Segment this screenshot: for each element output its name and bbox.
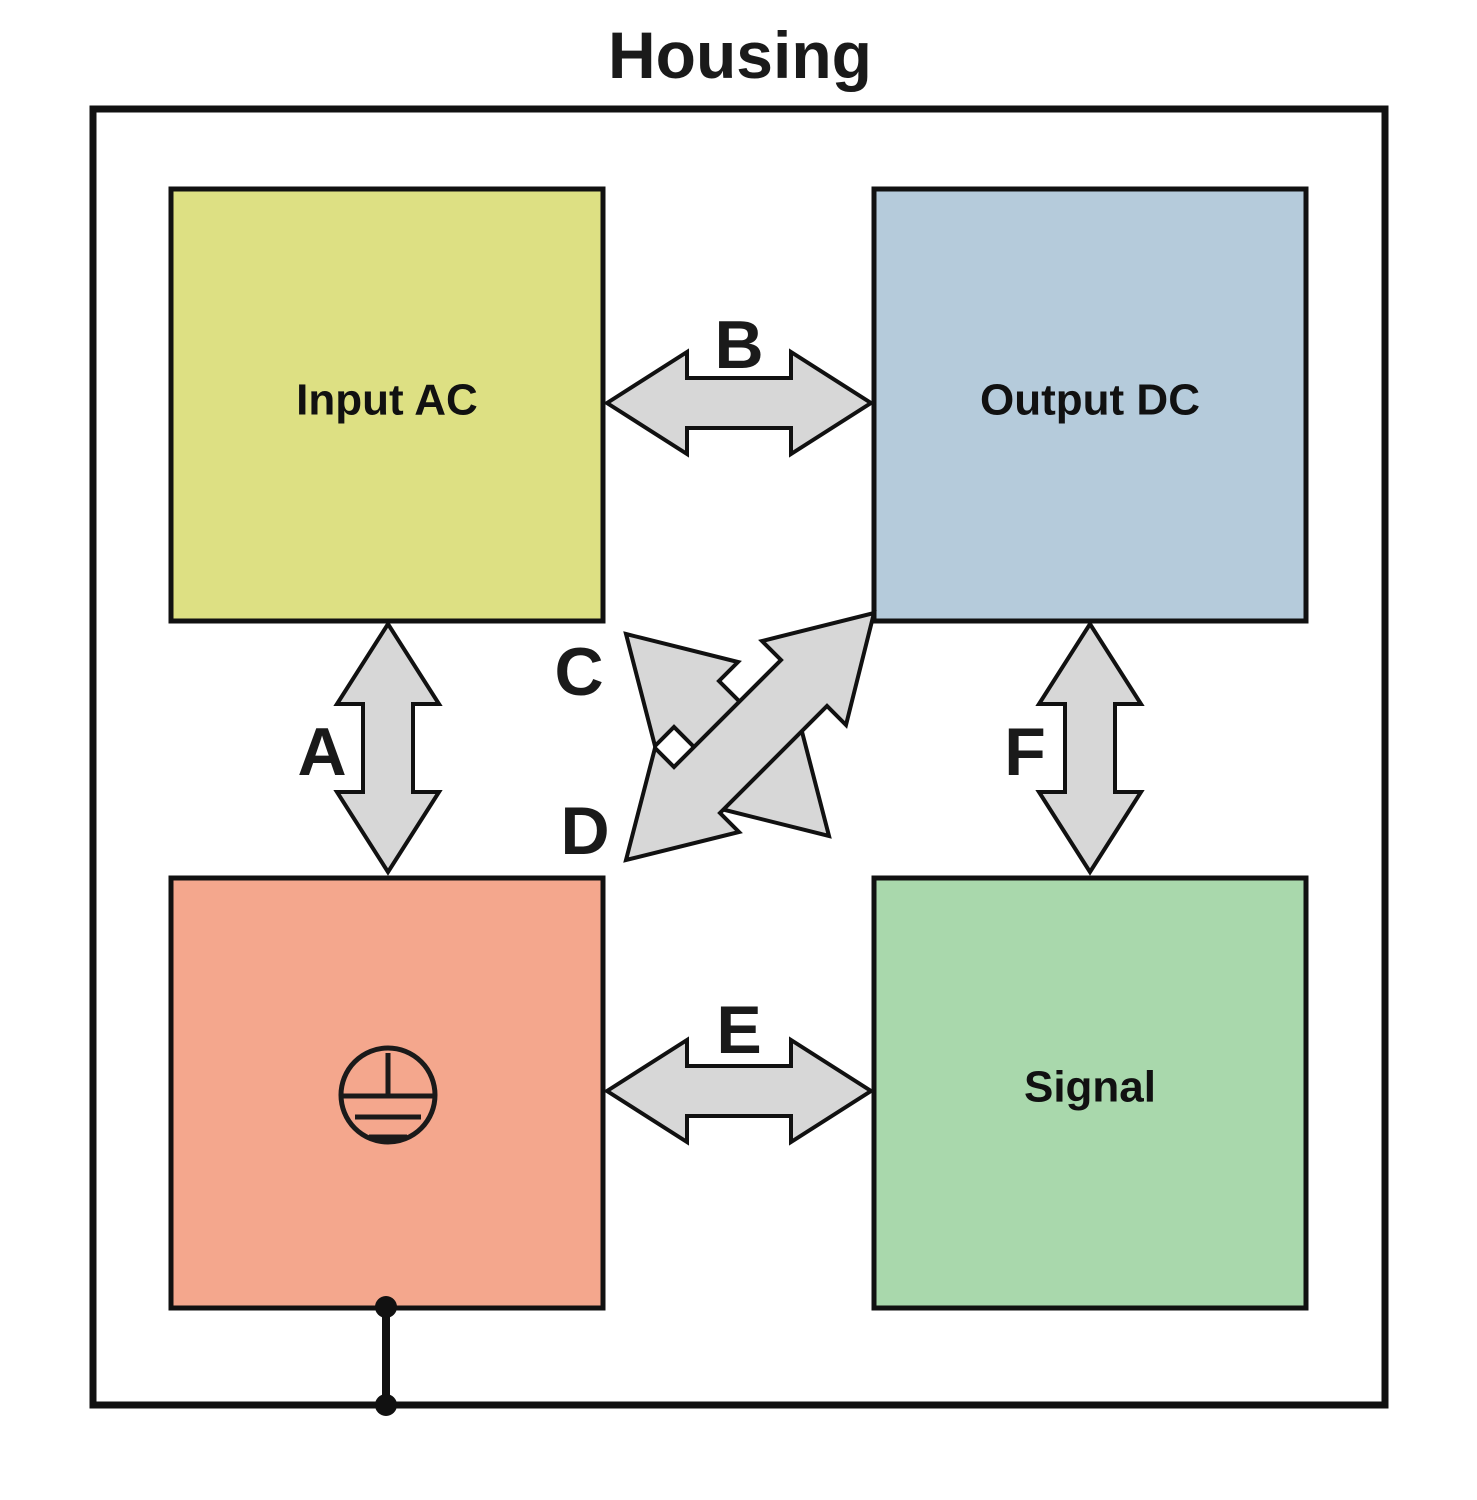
arrow-b-shape[interactable] <box>603 348 875 458</box>
block-input-ac-label: Input AC <box>296 376 478 425</box>
arrow-a[interactable]: A <box>297 620 443 876</box>
arrow-e-label: E <box>716 992 761 1068</box>
block-signal-rect[interactable] <box>871 875 1309 1311</box>
arrow-d-label: D <box>560 793 609 869</box>
arrow-a-shape[interactable] <box>333 620 443 876</box>
ground-lead <box>375 1296 397 1416</box>
ground-junction-dot-bottom <box>375 1394 397 1416</box>
arrow-e[interactable]: E <box>603 992 875 1146</box>
arrow-f-label: F <box>1004 714 1046 790</box>
arrow-b-label: B <box>714 307 763 383</box>
block-output-dc-rect[interactable] <box>871 186 1309 624</box>
arrow-d-shape[interactable] <box>623 610 877 863</box>
arrow-d[interactable]: D <box>560 610 877 869</box>
block-output-dc[interactable]: Output DC <box>871 186 1309 624</box>
block-input-ac[interactable]: Input AC <box>168 186 606 624</box>
ground-junction-dot-top <box>375 1296 397 1318</box>
arrow-a-label: A <box>297 714 346 790</box>
arrow-b[interactable]: B <box>603 307 875 458</box>
protective-earth-icon <box>338 1045 438 1145</box>
block-output-dc-label: Output DC <box>980 376 1200 425</box>
arrow-f[interactable]: F <box>1004 620 1145 876</box>
arrow-c-label: C <box>554 634 603 710</box>
block-signal-label: Signal <box>1024 1063 1156 1112</box>
arrow-e-shape[interactable] <box>603 1036 875 1146</box>
block-input-ac-rect[interactable] <box>168 186 606 624</box>
block-signal[interactable]: Signal <box>871 875 1309 1311</box>
arrow-f-shape[interactable] <box>1035 620 1145 876</box>
block-protective-earth[interactable] <box>168 875 606 1311</box>
page-title: Housing <box>608 18 872 92</box>
